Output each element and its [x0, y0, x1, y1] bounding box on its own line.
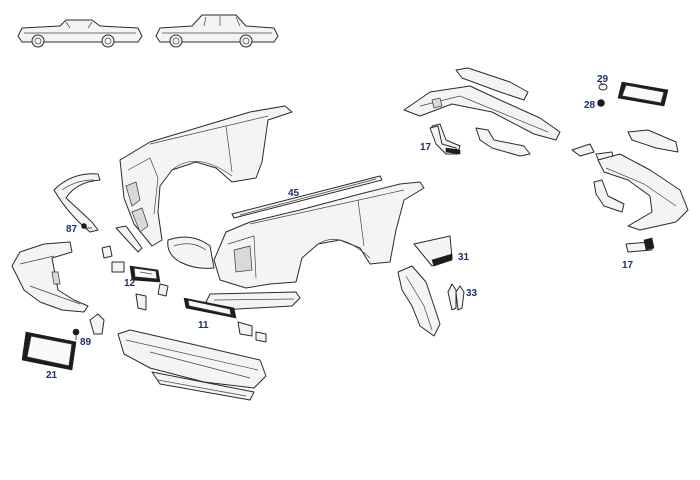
trim-strip-small	[115, 225, 143, 253]
bracket-12	[129, 265, 161, 283]
fender-moulding-strip	[231, 175, 383, 219]
leader-lines	[82, 81, 604, 229]
clip-33	[447, 283, 465, 311]
rear-bumper-brackets	[431, 123, 615, 165]
bracket-17-top	[429, 125, 461, 155]
bracket-17-right	[625, 237, 655, 253]
front-bumper-center	[117, 329, 267, 401]
bracket-11	[183, 297, 267, 343]
callout-17-top: 17	[420, 142, 432, 153]
screw-89	[72, 328, 80, 340]
rear-bumper-upper	[403, 67, 561, 141]
splash-guard	[397, 265, 441, 337]
callout-17-right: 17	[622, 260, 634, 271]
callout-28: 28	[584, 100, 596, 111]
rear-license-plate	[617, 81, 669, 107]
callout-11: 11	[198, 320, 209, 331]
screw-87	[81, 223, 87, 229]
callout-89: 89	[80, 337, 92, 348]
callout-21: 21	[46, 370, 58, 381]
bumper-bracket-left	[89, 245, 125, 335]
left-front-bumper	[11, 241, 89, 313]
callout-12: 12	[124, 278, 136, 289]
panel-31	[413, 235, 453, 267]
right-front-fender	[213, 181, 425, 289]
cap-29	[598, 83, 608, 91]
coupe-car-thumbnail	[155, 14, 279, 48]
left-front-fender	[119, 105, 293, 247]
front-license-plate-frame	[21, 331, 77, 371]
fender-lower-trim	[205, 291, 301, 311]
cap-28	[597, 99, 605, 107]
callout-29: 29	[597, 74, 609, 85]
callout-45: 45	[288, 188, 300, 199]
headlight-lens	[167, 236, 215, 269]
rear-bumper-lower	[593, 153, 689, 231]
small-clip-set	[135, 283, 169, 311]
convertible-car-thumbnail	[17, 19, 143, 48]
callout-33: 33	[466, 288, 478, 299]
left-headlight-trim	[53, 173, 101, 233]
callout-31: 31	[458, 252, 470, 263]
callout-87: 87	[66, 224, 78, 235]
rear-corner-trim	[627, 129, 679, 153]
